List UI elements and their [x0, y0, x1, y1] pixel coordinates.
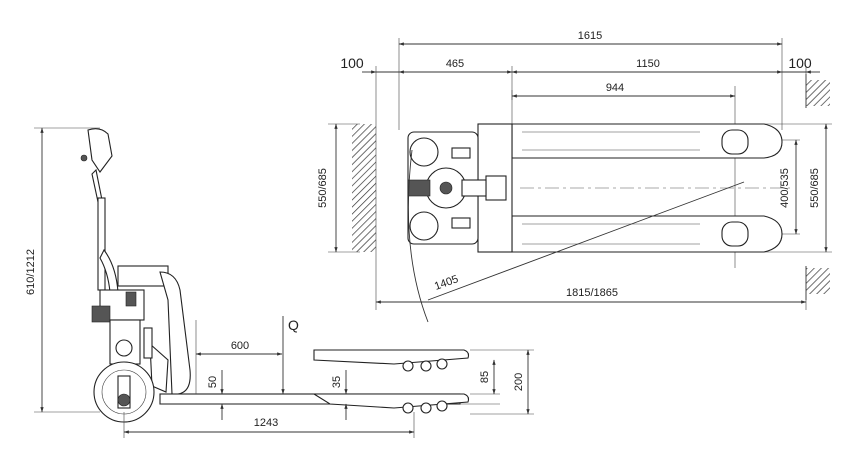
truck-body — [91, 265, 191, 395]
dim-50: 50 — [207, 376, 219, 388]
left-wall-hatch — [352, 124, 376, 252]
dim-200: 200 — [513, 373, 525, 391]
load-wheel-bottom — [721, 221, 749, 247]
dim-1150: 1150 — [636, 58, 660, 70]
dim-610-1212: 610/1212 — [25, 249, 37, 295]
dim-1615: 1615 — [578, 30, 602, 42]
dim-600: 600 — [231, 340, 249, 352]
fork-side-raised — [312, 349, 470, 414]
dim-400-535: 400/535 — [779, 168, 791, 208]
side-view: 610/1212 — [25, 127, 534, 438]
load-wheel-top — [721, 129, 749, 155]
dim-1243: 1243 — [254, 417, 278, 429]
dim-1815-1865: 1815/1865 — [566, 287, 618, 299]
dim-85: 85 — [479, 371, 491, 383]
dim-35: 35 — [331, 376, 343, 388]
pump-assembly — [407, 131, 487, 245]
steer-wheel — [93, 361, 155, 423]
load-label-q: Q — [288, 317, 299, 333]
dim-100-left: 100 — [340, 55, 364, 71]
right-wall-bottom-hatch — [806, 268, 830, 294]
radius-line — [427, 181, 745, 301]
dim-550-685-left: 550/685 — [317, 168, 329, 208]
dim-465: 465 — [446, 58, 464, 70]
top-view: 1615 100 465 1150 100 944 550/685 550/68… — [317, 30, 832, 323]
dim-100-right: 100 — [788, 55, 812, 71]
fork-top — [511, 123, 783, 159]
radius-arc — [407, 149, 429, 323]
dim-550-685-right: 550/685 — [809, 168, 821, 208]
handle — [80, 128, 119, 293]
right-wall-top-hatch — [806, 80, 830, 106]
dim-944: 944 — [606, 82, 624, 94]
